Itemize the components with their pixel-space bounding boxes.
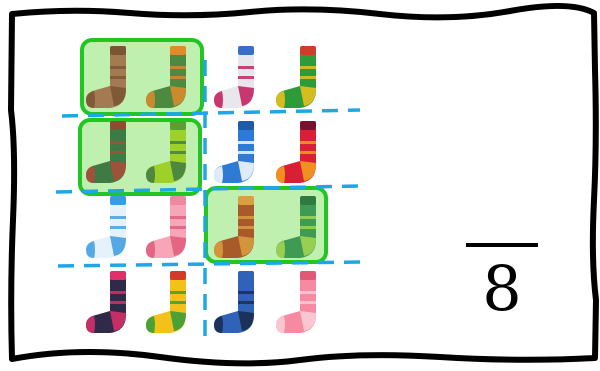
fraction-bar — [466, 243, 538, 247]
sock-pink-dots-sock — [276, 271, 316, 333]
sock-red-stripes-sock — [276, 121, 316, 183]
sock-blue-navy-sock — [214, 271, 254, 333]
sock-blue-stars-sock — [214, 121, 254, 183]
fraction-denominator: 8 — [466, 254, 538, 324]
sock-white-blue-dots-sock — [86, 196, 126, 258]
sock-white-argyle-sock — [214, 46, 254, 108]
sock-pink-hearts-sock — [146, 196, 186, 258]
sock-navy-zigzag-sock — [86, 271, 126, 333]
sock-green-yellow-sock — [276, 46, 316, 108]
sock-yellow-stripes-sock — [146, 271, 186, 333]
fraction-numerator-blank[interactable] — [466, 168, 538, 238]
